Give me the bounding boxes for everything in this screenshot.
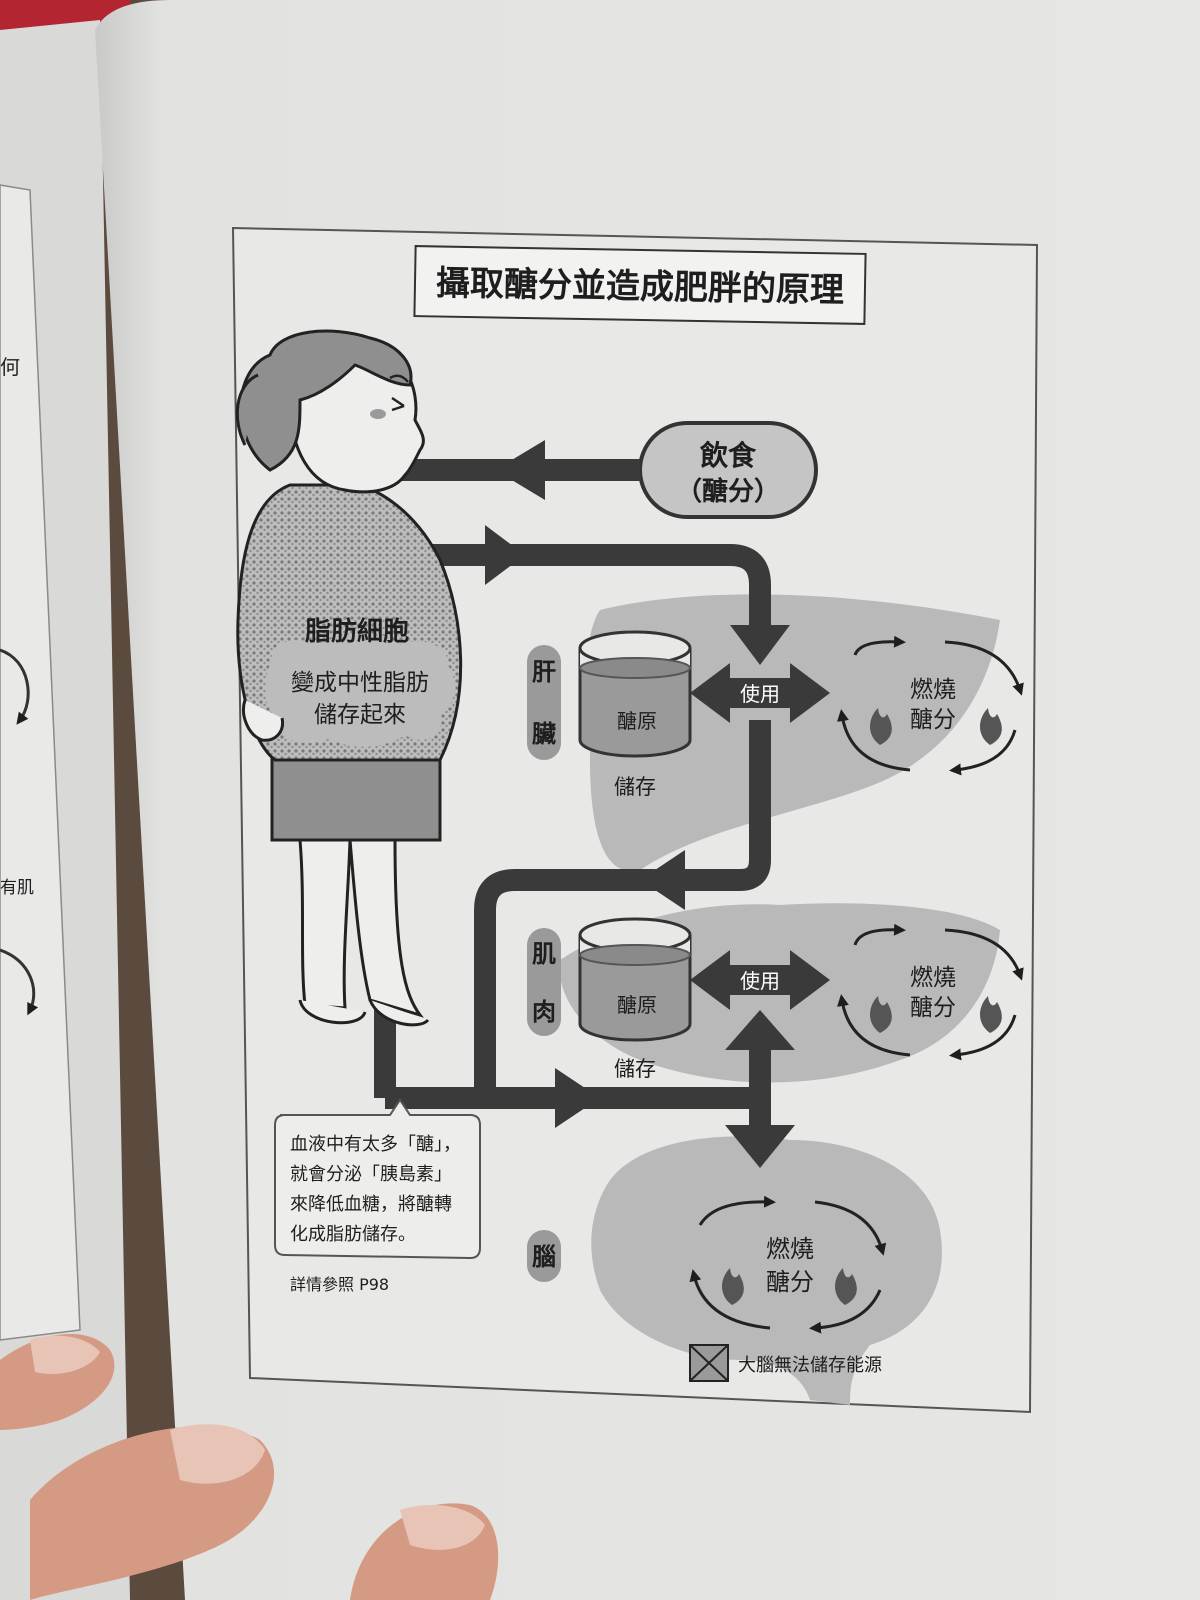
- fat-cell-line-2: 儲存起來: [314, 702, 406, 728]
- muscle-label-char-1: 肌: [532, 940, 556, 968]
- fat-cell-title: 脂肪細胞: [305, 616, 409, 647]
- muscle-burn-line-1: 燃燒: [910, 965, 956, 991]
- liver-burn-line-2: 醣分: [910, 707, 956, 733]
- muscle-tank-label: 醣原: [617, 993, 657, 1017]
- callout-line-2: 就會分泌「胰島素」: [290, 1164, 452, 1185]
- diet-line-2: （醣分）: [676, 476, 780, 507]
- left-page-fragment-2: 有肌: [0, 878, 34, 898]
- muscle-use-label: 使用: [740, 969, 780, 993]
- muscle-burn-line-2: 醣分: [910, 995, 956, 1021]
- liver-store-label: 儲存: [614, 775, 656, 799]
- page-title: 攝取醣分並造成肥胖的原理: [436, 263, 845, 310]
- brain-burn-line-2: 醣分: [766, 1268, 814, 1296]
- liver-tank-label: 醣原: [617, 709, 657, 733]
- liver-label-char-1: 肝: [532, 658, 556, 686]
- muscle-store-label: 儲存: [614, 1057, 656, 1081]
- liver-burn-line-1: 燃燒: [910, 677, 956, 703]
- diet-line-1: 飲食: [700, 439, 757, 472]
- brain-burn-line-1: 燃燒: [766, 1235, 814, 1263]
- callout-line-3: 來降低血糖，將醣轉: [290, 1194, 452, 1215]
- callout-line-4: 化成脂肪儲存。: [290, 1224, 416, 1245]
- liver-tank: 醣原: [580, 632, 690, 756]
- callout-line-1: 血液中有太多「醣」，: [290, 1134, 461, 1155]
- reference-note: 詳情參照 P98: [290, 1275, 389, 1294]
- muscle-label-char-2: 肉: [532, 998, 556, 1026]
- left-page-fragment-1: 何: [0, 355, 20, 379]
- liver-use-label: 使用: [740, 682, 780, 706]
- brain-note: 大腦無法儲存能源: [738, 1355, 882, 1376]
- brain-label-char: 腦: [532, 1243, 556, 1271]
- no-storage-icon: [690, 1345, 728, 1381]
- liver-label-char-2: 臟: [532, 720, 556, 748]
- fat-cell-line-1: 變成中性脂肪: [291, 670, 429, 696]
- muscle-tank: 醣原: [580, 919, 690, 1040]
